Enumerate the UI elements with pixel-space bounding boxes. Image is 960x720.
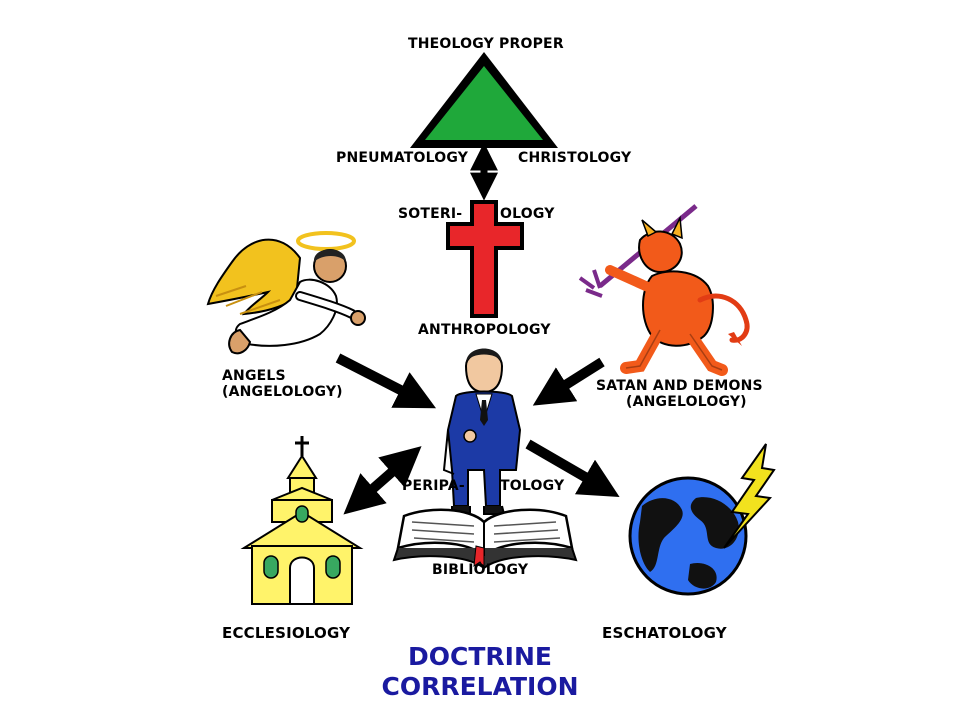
satan-arrow xyxy=(532,357,605,406)
label-angels-paren: (ANGELOLOGY) xyxy=(222,384,343,400)
angel-icon xyxy=(206,231,366,355)
label-theology-proper: THEOLOGY PROPER xyxy=(408,36,564,52)
cross-icon xyxy=(446,200,524,318)
label-pneumatology: PNEUMATOLOGY xyxy=(336,150,469,166)
lightning-icon xyxy=(723,443,776,549)
church-double-arrow xyxy=(343,446,422,515)
label-christology: CHRISTOLOGY xyxy=(518,150,632,166)
devil-icon xyxy=(578,204,750,376)
label-soteri: SOTERI- xyxy=(398,206,463,222)
label-anthropology: ANTHROPOLOGY xyxy=(418,322,551,338)
label-eschatology: ESCHATOLOGY xyxy=(602,624,727,642)
angels-arrow xyxy=(335,353,437,409)
label-bibliology: BIBLIOLOGY xyxy=(432,562,529,578)
title-line-2: CORRELATION xyxy=(381,672,579,701)
bible-icon xyxy=(392,508,578,570)
eschatology-arrow xyxy=(525,439,620,498)
label-satan-demons: SATAN AND DEMONS xyxy=(596,378,763,394)
label-satan-paren: (ANGELOLOGY) xyxy=(626,394,747,410)
man-icon xyxy=(442,348,522,515)
earth-icon xyxy=(628,476,748,596)
label-peripa: PERIPA- xyxy=(402,478,465,494)
title-line-1: DOCTRINE xyxy=(408,642,552,671)
label-tology: TOLOGY xyxy=(500,478,565,494)
label-ology: OLOGY xyxy=(500,206,555,222)
trinity-triangle xyxy=(410,52,558,148)
church-icon xyxy=(240,436,364,605)
label-ecclesiology: ECCLESIOLOGY xyxy=(222,624,351,642)
label-angels: ANGELS xyxy=(222,368,286,384)
